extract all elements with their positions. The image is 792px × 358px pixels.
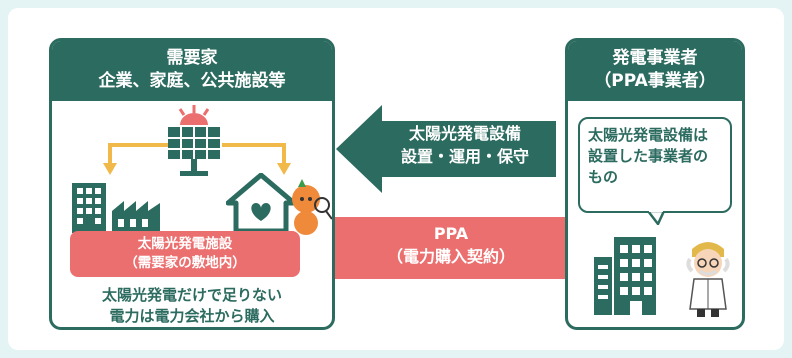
service-label-line1: 太陽光発電設備 (408, 124, 521, 143)
facility-label-line2: （需要家の敷地内） (124, 255, 246, 271)
purchase-note-line2: 電力は電力会社から購入 (109, 307, 275, 325)
building-icon (72, 183, 106, 233)
operator-panel: 発電事業者 （PPA事業者） 太陽光発電設備は 設置した事業者の もの (565, 38, 745, 330)
operator-subtitle: （PPA事業者） (594, 71, 716, 91)
house-icon (226, 173, 296, 233)
bubble-line3: もの (588, 168, 619, 186)
mascot-icon (292, 179, 332, 235)
operator-title: 発電事業者 (612, 48, 698, 68)
scientist-icon (686, 242, 730, 317)
solar-panel-icon (168, 105, 220, 176)
distribution-arrows (103, 143, 291, 175)
bubble-tail (648, 211, 666, 225)
contract-label-line1: PPA (433, 224, 469, 243)
ownership-bubble: 太陽光発電設備は 設置した事業者の もの (578, 117, 732, 213)
consumer-title: 需要家 (166, 48, 218, 68)
operator-panel-header: 発電事業者 （PPA事業者） (568, 41, 742, 101)
bubble-line2: 設置した事業者の (588, 147, 709, 165)
consumer-subtitle: 企業、家庭、公共施設等 (98, 71, 286, 91)
consumer-panel: 需要家 企業、家庭、公共施設等 (49, 38, 335, 330)
factory-icon (112, 201, 160, 233)
contract-band (334, 217, 568, 279)
consumer-panel-header: 需要家 企業、家庭、公共施設等 (52, 41, 332, 101)
purchase-note: 太陽光発電だけで足りない 電力は電力会社から購入 (52, 285, 332, 327)
office-building-icon (594, 237, 656, 315)
purchase-note-line1: 太陽光発電だけで足りない (101, 286, 282, 304)
facility-label: 太陽光発電施設 （需要家の敷地内） (70, 231, 300, 277)
contract-label-line2: （電力購入契約） (386, 247, 515, 266)
service-arrow (336, 105, 556, 193)
facility-label-line1: 太陽光発電施設 (137, 236, 233, 252)
service-arrow-label: 太陽光発電設備 設置・運用・保守 (380, 122, 550, 168)
bubble-line1: 太陽光発電設備は (588, 126, 709, 144)
service-label-line2: 設置・運用・保守 (400, 147, 529, 166)
contract-band-label: PPA （電力購入契約） (334, 222, 568, 268)
